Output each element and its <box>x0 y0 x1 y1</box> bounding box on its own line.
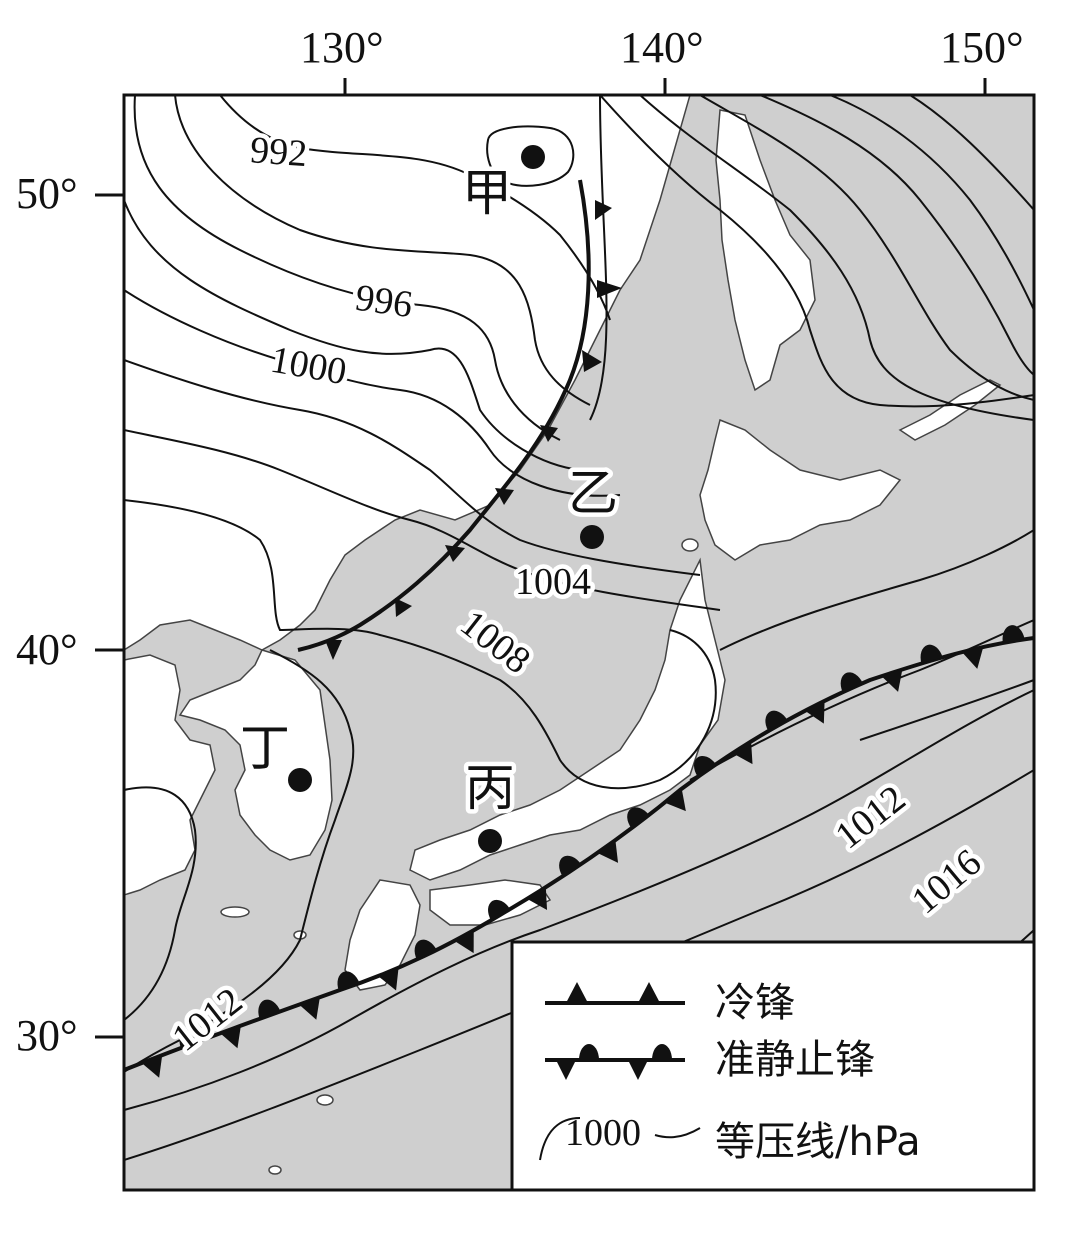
isobar <box>174 95 591 406</box>
stationary-front-triangle <box>527 887 548 911</box>
cold-front-triangle <box>597 280 622 298</box>
stationary-front-triangle <box>881 669 903 692</box>
kuril-islands <box>898 379 1002 441</box>
point-marker-yi <box>580 525 604 549</box>
stationary-front-semicircle <box>559 855 582 877</box>
point-marker-bing <box>478 829 502 853</box>
stationary-front-triangle <box>732 741 753 765</box>
small-island <box>268 1165 282 1175</box>
stationary-front-triangle <box>664 788 686 812</box>
stationary-front-semicircle <box>414 939 437 960</box>
small-island <box>220 906 250 918</box>
legend-stationary-front-label: 准静止锋 <box>715 1037 875 1083</box>
isobar <box>909 95 1034 211</box>
stationary-front-semicircle <box>627 807 650 829</box>
isobar <box>219 95 611 321</box>
isobar <box>759 95 1034 376</box>
stationary-front-semicircle <box>840 672 863 693</box>
isobar-label-996: 996 <box>353 277 415 327</box>
legend-isobar-line <box>539 1117 701 1161</box>
cold-front-triangle <box>595 200 612 220</box>
isobar <box>599 95 1034 408</box>
axis-ticks <box>95 78 987 1039</box>
china-coast <box>124 654 216 896</box>
stationary-front-semicircle <box>488 899 510 921</box>
cold-front-triangle <box>495 488 514 505</box>
isobar <box>124 689 1034 1111</box>
small-island <box>681 538 699 552</box>
stationary-front-semicircle <box>179 1028 202 1048</box>
point-label-bing: 丙 <box>465 759 515 817</box>
stationary-front-triangle <box>961 646 984 669</box>
cold-front-triangle <box>582 350 602 372</box>
latitude-label-30: 30° <box>16 1011 78 1060</box>
shikoku-island <box>429 879 552 926</box>
stationary-front-triangle <box>597 840 619 863</box>
isobar-label-992: 992 <box>249 129 309 175</box>
small-island <box>316 1094 334 1106</box>
stationary-front-triangle <box>454 930 474 954</box>
stationary-front-semicircle <box>1002 625 1025 643</box>
stationary-front-triangle <box>804 700 825 724</box>
legend-cold-front-triangle <box>638 982 660 1003</box>
stationary-front-semicircle <box>337 971 360 991</box>
stationary-front-triangle <box>299 997 320 1020</box>
cold-front <box>297 179 622 660</box>
legend-cold-front-label: 冷锋 <box>715 980 795 1026</box>
isobar <box>124 289 621 497</box>
korean-peninsula <box>178 649 333 861</box>
isobar <box>124 199 581 471</box>
isobar <box>829 95 1034 311</box>
stationary-front <box>124 625 1034 1078</box>
longitude-label-150: 150° <box>940 23 1024 72</box>
point-marker-ding <box>288 768 312 792</box>
stationary-front-semicircle <box>765 710 788 732</box>
stationary-front-semicircle <box>258 999 281 1019</box>
kyushu-island <box>344 879 421 991</box>
longitude-label-130: 130° <box>300 23 384 72</box>
mainland-land <box>124 95 691 651</box>
isobar-label-1004: 1004 <box>515 561 591 603</box>
cold-front-triangle <box>540 425 558 442</box>
isobar <box>124 359 701 576</box>
isobar <box>859 679 1034 741</box>
legend-stationary-triangle <box>628 1060 648 1080</box>
stationary-front-triangle <box>220 1025 241 1049</box>
point-label-ding: 丁 <box>240 719 290 777</box>
stationary-front-semicircle <box>693 756 716 777</box>
stationary-front-semicircle <box>920 644 943 664</box>
isobar <box>124 786 197 1021</box>
map-content <box>124 95 1034 1190</box>
legend-cold-front-triangle <box>566 982 588 1003</box>
legend-stationary-semicircle <box>652 1044 672 1060</box>
isobar <box>133 95 561 441</box>
cold-front-triangle <box>395 598 412 617</box>
legend-stationary-triangle <box>556 1060 576 1080</box>
isobar <box>719 529 1034 651</box>
cold-front-triangle <box>325 640 342 660</box>
isobar <box>699 95 1034 401</box>
legend-isobar-sample-value: 1000 <box>565 1112 641 1154</box>
latitude-label-40: 40° <box>16 625 78 674</box>
cold-front-triangle <box>445 545 465 562</box>
point-label-jia: 甲 <box>462 164 512 222</box>
hokkaido-island <box>699 418 902 561</box>
stationary-front-triangle <box>141 1055 163 1078</box>
isobar-closed-low <box>486 125 575 187</box>
sakhalin-island <box>715 109 816 392</box>
legend-box <box>510 940 1036 1192</box>
point-marker-jia <box>521 145 545 169</box>
latitude-label-50: 50° <box>16 169 78 218</box>
legend-stationary-semicircle <box>579 1044 599 1060</box>
isobar <box>124 499 717 790</box>
isobar <box>124 429 721 611</box>
isobar <box>639 95 1034 421</box>
point-label-yi: 乙 <box>568 464 618 522</box>
legend-isobar-label: 等压线/hPa <box>715 1119 921 1165</box>
longitude-label-140: 140° <box>620 23 704 72</box>
legend: 冷锋 准静止锋 1000 等压线/hPa <box>510 940 1036 1192</box>
stationary-front-triangle <box>378 967 399 991</box>
